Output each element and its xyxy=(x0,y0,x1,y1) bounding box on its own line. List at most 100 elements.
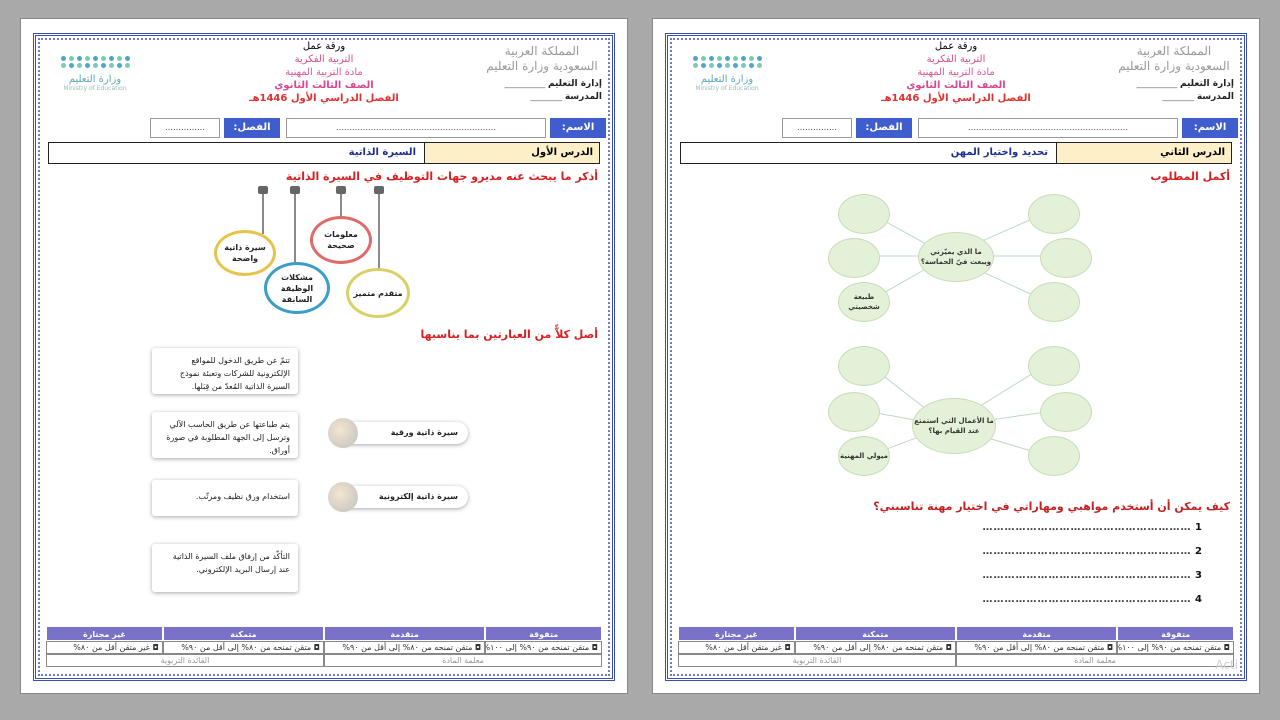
level-2: متقدمة xyxy=(324,626,486,641)
pill-electronic-cv[interactable]: سيرة ذاتية إلكترونية xyxy=(328,482,468,512)
map2-center: ما الأعمال التي استمتع عند القيام بها؟ xyxy=(912,398,996,454)
answer-number: 1 xyxy=(1195,522,1202,533)
school-dots: _______ xyxy=(530,92,562,102)
name-field[interactable]: …………………………………………………… xyxy=(918,118,1178,138)
level-4: غير مجتازة xyxy=(678,626,795,641)
admin-dots: _________ xyxy=(1136,79,1178,89)
match-card-1[interactable]: تتمّ عن طريق الدخول للمواقع الإلكترونية … xyxy=(152,348,298,394)
teacher-signature: معلمة المادة xyxy=(324,654,602,667)
ornament-4: متقدم متميز xyxy=(346,268,410,318)
criterion-4: ◘ غير متقن أقل من ٨٠% xyxy=(678,641,795,654)
pill-label: سيرة ذاتية إلكترونية xyxy=(378,492,458,501)
lesson-bar: الدرس الأول السيرة الذاتية xyxy=(48,142,600,164)
moe-dots-icon xyxy=(682,50,772,74)
class-field[interactable]: …………… xyxy=(782,118,852,138)
ornament-2: مشكلات الوظيفة السابقة xyxy=(264,262,330,314)
level-2: متقدمة xyxy=(956,626,1118,641)
worksheet-label: ورقة عمل xyxy=(302,41,346,52)
blank-bubble[interactable] xyxy=(1028,436,1080,476)
class-field[interactable]: …………… xyxy=(150,118,220,138)
admin-label: إدارة التعليم xyxy=(1179,79,1234,89)
leader-signature: القائدة التربوية xyxy=(46,654,324,667)
answer-dots: ………………………………………………… xyxy=(982,594,1192,605)
kingdom-logo-text: المملكة العربية السعودية وزارة التعليم xyxy=(1118,44,1230,73)
question: كيف يمكن أن أستخدم مواهبي ومهاراتي في اخ… xyxy=(873,500,1230,513)
course-name: مادة التربية المهنية xyxy=(917,67,995,78)
moe-dots-icon xyxy=(50,50,140,74)
criterion-3: ◘ متقن تمنحه من ٨٠% إلى أقل من ٩٠% xyxy=(162,641,325,654)
page-frame: المملكة العربية السعودية وزارة التعليم إ… xyxy=(33,33,615,681)
semester-label: الفصل الدراسي الأول 1446هـ xyxy=(881,93,1031,104)
page-title: ورقة عمل التربية الفكرية مادة التربية ال… xyxy=(818,40,1094,105)
name-field[interactable]: …………………………………………………… xyxy=(286,118,546,138)
moe-en: Ministry of Education xyxy=(695,85,759,92)
admin-label: إدارة التعليم xyxy=(547,79,602,89)
name-label: الاسم: xyxy=(1182,118,1238,138)
level-1: متفوقة xyxy=(1117,626,1234,641)
answer-line-2[interactable]: 2 ………………………………………………… xyxy=(983,546,1202,557)
leader-signature: القائدة التربوية xyxy=(678,654,956,667)
ornament-1: سيرة ذاتية واضحة xyxy=(214,230,276,276)
instruction-2: أصل كلاًّ من العبارتين بما يناسبها xyxy=(420,328,599,341)
laptop-cv-icon xyxy=(328,482,358,512)
blank-bubble[interactable] xyxy=(838,194,890,234)
semester-label: الفصل الدراسي الأول 1446هـ xyxy=(249,93,399,104)
school-label: المدرسة xyxy=(564,92,602,102)
criterion-2: ◘ متقن تمنحه من ٨٠% إلى أقل من ٩٠% xyxy=(324,641,486,654)
moe-name: وزارة التعليم xyxy=(700,74,754,85)
activation-watermark: Acti xyxy=(1215,658,1238,672)
answer-line-4[interactable]: 4 ………………………………………………… xyxy=(983,594,1202,605)
blank-bubble[interactable] xyxy=(828,238,880,278)
answer-dots: ………………………………………………… xyxy=(982,570,1192,581)
level-1: متفوقة xyxy=(485,626,602,641)
filled-bubble: ميولي المهنية xyxy=(838,436,890,476)
criterion-2: ◘ متقن تمنحه من ٨٠% إلى أقل من ٩٠% xyxy=(956,641,1118,654)
blank-bubble[interactable] xyxy=(1028,194,1080,234)
course-name: مادة التربية المهنية xyxy=(285,67,363,78)
criterion-1: ◘ متقن تمنحه من ٩٠% إلى ١٠٠% xyxy=(485,641,602,654)
ornament-string xyxy=(336,186,346,218)
name-bar: الاسم: …………………………………………………… الفصل: …………… xyxy=(674,118,1238,138)
blank-bubble[interactable] xyxy=(1028,282,1080,322)
lesson-title: السيرة الذاتية xyxy=(348,147,416,158)
match-card-3[interactable]: استخدام ورق نظيف ومرتّب. xyxy=(152,480,298,516)
answer-line-3[interactable]: 3 ………………………………………………… xyxy=(983,570,1202,581)
worksheet-left: المملكة العربية السعودية وزارة التعليم إ… xyxy=(20,18,628,694)
blank-bubble[interactable] xyxy=(828,392,880,432)
mind-map-lines xyxy=(859,211,1061,457)
admin-fields: إدارة التعليم _________ المدرسة _______ xyxy=(505,78,602,104)
ornament-3: معلومات صحيحة xyxy=(310,216,372,264)
page-frame: المملكة العربية السعودية وزارة التعليم إ… xyxy=(665,33,1247,681)
answer-line-1[interactable]: 1 ………………………………………………… xyxy=(983,522,1202,533)
answer-number: 2 xyxy=(1195,546,1202,557)
blank-bubble[interactable] xyxy=(1040,392,1092,432)
answer-number: 4 xyxy=(1195,594,1202,605)
worksheet-label: ورقة عمل xyxy=(934,41,978,52)
ornament-string xyxy=(290,186,300,264)
criterion-3: ◘ متقن تمنحه من ٨٠% إلى أقل من ٩٠% xyxy=(794,641,957,654)
lesson-title: تحديد واختيار المهن xyxy=(950,147,1048,158)
worksheet-right: المملكة العربية السعودية وزارة التعليم إ… xyxy=(652,18,1260,694)
pill-paper-cv[interactable]: سيرة ذاتية ورقية xyxy=(328,418,468,448)
criterion-4: ◘ غير متقن أقل من ٨٠% xyxy=(46,641,163,654)
school-dots: _______ xyxy=(1162,92,1194,102)
blank-bubble[interactable] xyxy=(1040,238,1092,278)
match-card-2[interactable]: يتم طباعتها عن طريق الحاسب الآلي وترسل إ… xyxy=(152,412,298,458)
school-label: المدرسة xyxy=(1196,92,1234,102)
pill-label: سيرة ذاتية ورقية xyxy=(390,428,458,437)
blank-bubble[interactable] xyxy=(838,346,890,386)
grade-label: الصف الثالث الثانوي xyxy=(906,80,1006,91)
paper-cv-icon xyxy=(328,418,358,448)
class-label: الفصل: xyxy=(856,118,912,138)
header: المملكة العربية السعودية وزارة التعليم إ… xyxy=(36,36,612,116)
criterion-1: ◘ متقن تمنحه من ٩٠% إلى ١٠٠% xyxy=(1117,641,1234,654)
match-card-4[interactable]: التأكّد من إرفاق ملف السيرة الذاتية عند … xyxy=(152,544,298,592)
admin-dots: _________ xyxy=(504,79,546,89)
admin-fields: إدارة التعليم _________ المدرسة _______ xyxy=(1137,78,1234,104)
lesson-bar: الدرس الثاني تحديد واختيار المهن xyxy=(680,142,1232,164)
blank-bubble[interactable] xyxy=(1028,346,1080,386)
grade-label: الصف الثالث الثانوي xyxy=(274,80,374,91)
subject-area: التربية الفكرية xyxy=(926,54,986,65)
answer-dots: ………………………………………………… xyxy=(982,522,1192,533)
ornament-string xyxy=(374,186,384,270)
